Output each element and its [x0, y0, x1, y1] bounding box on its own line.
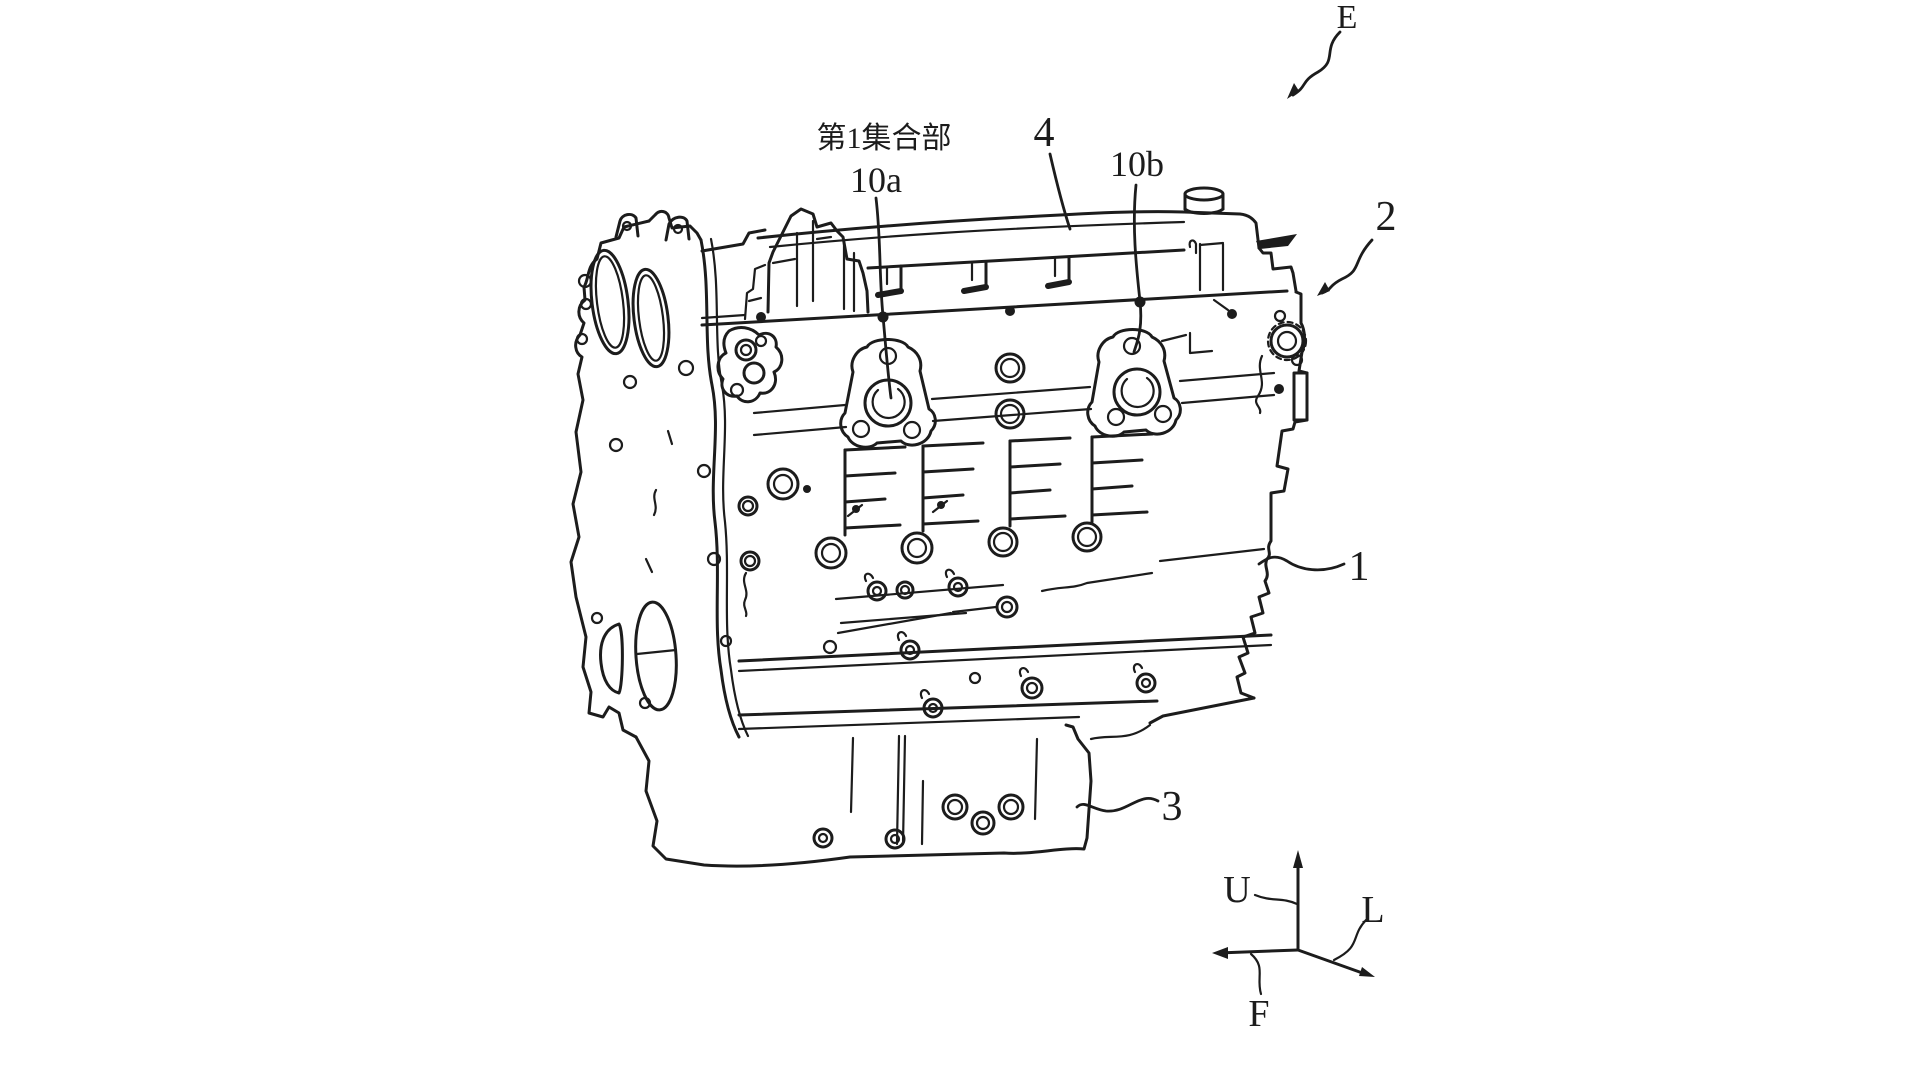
- axis-label-f: F: [1248, 993, 1269, 1035]
- block-face: [700, 248, 1309, 625]
- label-1: 1: [1349, 544, 1370, 590]
- leaders: [874, 30, 1374, 813]
- oil-passage-cluster: [941, 793, 1025, 836]
- u-connector: [1253, 893, 1299, 906]
- label-10a: 10a: [850, 160, 902, 200]
- e-arrowhead: [1287, 83, 1299, 99]
- label-direction-e: E: [1337, 0, 1358, 36]
- label-3: 3: [1162, 784, 1183, 830]
- l-connector: [1332, 918, 1368, 962]
- oil-pan: [634, 696, 1256, 868]
- arrow-2-line: [1320, 238, 1374, 295]
- axis-label-u: U: [1223, 869, 1250, 911]
- label-2: 2: [1376, 194, 1397, 240]
- journal-bosses: [766, 467, 1103, 570]
- leader-10b: [1132, 183, 1143, 354]
- axis-front-line: [1216, 948, 1300, 955]
- cylinder-head: [700, 186, 1297, 321]
- reference-labels: E 第1集合部 10a 4 10b 2 1 3: [817, 0, 1397, 830]
- label-10b: 10b: [1110, 144, 1164, 184]
- label-4: 4: [1034, 110, 1055, 156]
- rib-fins: [843, 432, 1154, 537]
- axis-indicator: U L F: [1212, 850, 1385, 1035]
- axis-left-line: [1296, 948, 1370, 977]
- label-assembly-ja: 第1集合部: [817, 122, 952, 155]
- right-edge: [1235, 246, 1309, 700]
- filler-cap: [1183, 186, 1225, 215]
- e-arrow-line: [1291, 30, 1342, 97]
- mount-boss-2: [1086, 328, 1182, 438]
- axis-up-arrowhead: [1293, 850, 1303, 868]
- bottom-rails: [737, 595, 1273, 731]
- mount-boss-1: [839, 338, 937, 449]
- axis-left-arrowhead: [1359, 967, 1375, 977]
- leader-4: [1048, 152, 1072, 231]
- leader-3: [1075, 797, 1160, 813]
- axis-front-arrowhead: [1212, 947, 1228, 959]
- front-cover: [569, 209, 784, 739]
- leader-10a: [874, 196, 893, 400]
- leader-1: [1257, 555, 1346, 572]
- arrowhead-2: [1317, 282, 1330, 296]
- axis-label-l: L: [1361, 889, 1384, 931]
- f-connector: [1249, 952, 1263, 996]
